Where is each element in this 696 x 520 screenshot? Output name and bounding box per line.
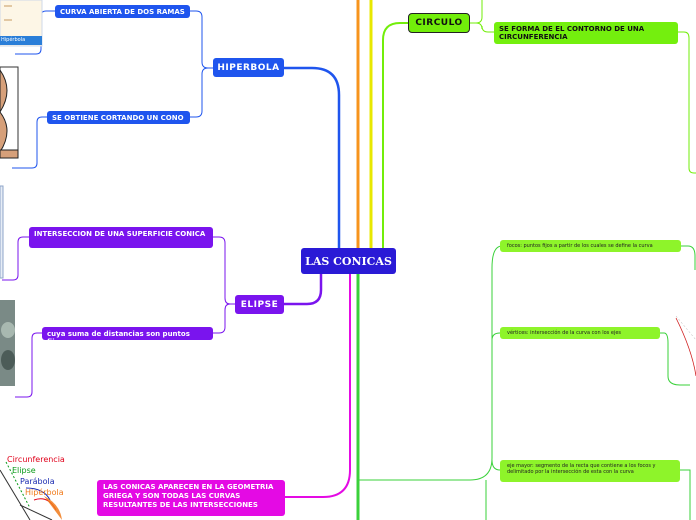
trunk-magenta [285, 274, 351, 498]
thumb-elipse-small [0, 185, 4, 279]
edge-elipse-child2 [213, 303, 235, 334]
node-detail-focos[interactable]: focos: puntos fijos a partir de los cual… [500, 240, 681, 252]
edge-circulo-child [470, 22, 494, 33]
node-hiperbola[interactable]: HIPERBOLA [213, 58, 284, 77]
node-circulo-contorno[interactable]: SE FORMA DE EL CONTORNO DE UNA CIRCUNFER… [494, 22, 678, 44]
edge-circulo-top [470, 0, 483, 24]
thumb-legend-cone [0, 461, 62, 520]
edge-green-circulo [382, 22, 408, 248]
legend-parabola: Parábola [20, 477, 55, 486]
edge-detail2-right [660, 332, 690, 386]
thumb-caption: Hipérbola [1, 37, 26, 43]
edge-elipse-child1-thumb [2, 236, 29, 281]
node-elipse[interactable]: ELIPSE [235, 295, 284, 314]
edge-detail2 [491, 332, 501, 341]
node-intro-conicas[interactable]: LAS CONICAS APARECEN EN LA GEOMETRIA GRI… [97, 480, 285, 516]
edge-detail1 [358, 245, 503, 481]
edge-detail3-right [680, 469, 691, 520]
edge-hiperbola-child1 [190, 10, 213, 69]
edge-detail3 [491, 459, 501, 471]
legend-elipse: Elipse [12, 466, 36, 475]
edge-circulo-right [678, 31, 696, 174]
edge-child2-thumb [12, 116, 47, 169]
node-elipse-interseccion[interactable]: INTERSECCION DE UNA SUPERFICIE CONICA [29, 227, 213, 248]
edge-elipse-child1 [213, 236, 235, 305]
node-detail-vertices[interactable]: vértices: intersección de la curva con l… [500, 327, 660, 339]
legend-hiperbola: Hipérbola [25, 488, 64, 497]
edge-center-elipse [284, 274, 323, 306]
thumb-hourglass-cone [0, 66, 19, 159]
edge-detail1-right [681, 245, 696, 270]
node-hiperbola-se-obtiene[interactable]: SE OBTIENE CORTANDO UN CONO [47, 111, 190, 124]
edge-elipse-child2-thumb [15, 332, 42, 398]
node-hiperbola-curva-abierta[interactable]: CURVA ABIERTA DE DOS RAMAS [55, 5, 190, 18]
node-elipse-suma-distancias[interactable]: cuya suma de distancias son puntos fijos [42, 327, 213, 346]
node-circulo[interactable]: CIRCULO [408, 13, 470, 33]
center-node-las-conicas[interactable]: LAS CONICAS [301, 248, 396, 274]
thumb-hiperbola-graph [0, 0, 43, 47]
node-detail-eje-mayor[interactable]: eje mayor: segmento de la recta que cont… [500, 460, 680, 482]
edge-hiperbola-child2 [190, 67, 213, 118]
legend-circunferencia: Circunferencia [7, 455, 65, 464]
thumb-elipse-photo [0, 300, 15, 386]
edge-center-hiperbola [284, 66, 341, 248]
thumb-parabola-graph [672, 310, 696, 382]
